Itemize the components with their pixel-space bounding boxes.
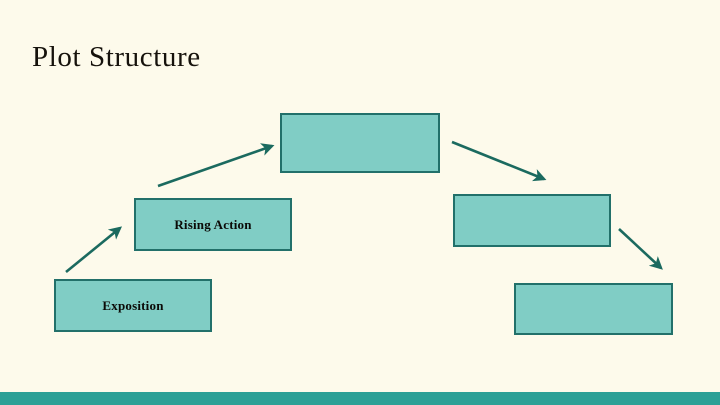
plot-box-label: Rising Action	[174, 216, 252, 232]
page-title: Plot Structure	[32, 41, 201, 73]
plot-box-falling-action[interactable]	[453, 194, 611, 247]
arrow-exposition-to-rising	[65, 226, 123, 274]
arrow-falling-to-resolution	[618, 228, 663, 270]
arrow-climax-to-falling	[451, 140, 547, 182]
plot-box-exposition[interactable]: Exposition	[54, 279, 212, 332]
plot-box-resolution[interactable]	[514, 283, 673, 335]
plot-box-label: Exposition	[102, 297, 164, 313]
slide-accent-bar	[0, 392, 720, 405]
arrow-rising-to-climax	[157, 143, 275, 188]
plot-box-rising-action[interactable]: Rising Action	[134, 198, 292, 251]
plot-box-climax[interactable]	[280, 113, 440, 173]
